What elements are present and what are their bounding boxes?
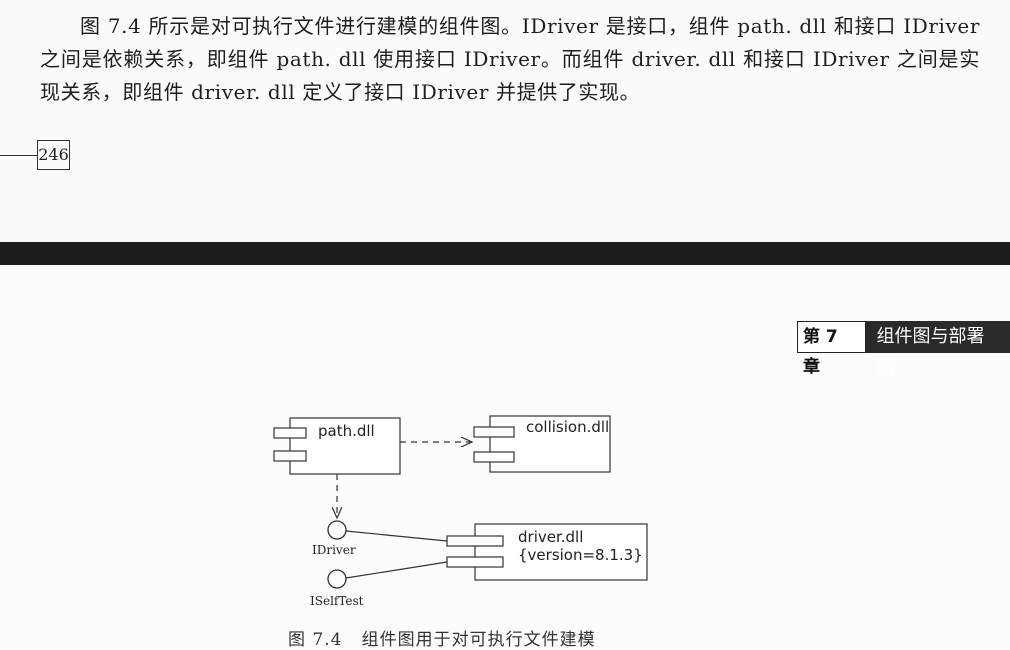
path-dll-component: path.dll [273,417,401,475]
driver-dll-component: driver.dll {version=8.1.3} [446,523,648,581]
collision-dll-label: collision.dll [526,418,609,436]
component-tab-lower [273,450,307,462]
collision-dll-component: collision.dll [473,415,611,473]
chapter-number: 第 7 章 [797,321,867,377]
upper-page [0,0,1010,242]
idriver-interface-lollipop [327,520,347,540]
chapter-header: 第 7 章 组件图与部署图 [797,321,1010,379]
component-tab-lower [446,556,504,568]
iselftest-interface-lollipop [327,569,347,589]
component-tab-upper [446,535,504,547]
body-paragraph: 图 7.4 所示是对可执行文件进行建模的组件图。IDriver 是接口，组件 p… [40,14,980,104]
figure-caption: 图 7.4 组件图用于对可执行文件建模 [288,630,596,650]
page-divider [0,242,1010,265]
component-tab-upper [473,426,515,438]
chapter-title: 组件图与部署图 [866,321,1010,379]
driver-dll-label: driver.dll [518,528,583,546]
path-dll-label: path.dll [318,422,375,440]
component-tab-lower [473,451,515,463]
component-tab-upper [273,427,307,439]
iselftest-label: ISelfTest [310,594,364,608]
page-number: 246 [37,140,70,170]
driver-dll-version-tag: {version=8.1.3} [518,546,643,564]
realization-driver-iselftest [345,561,448,579]
page-number-rule [0,155,37,156]
realization-driver-idriver [345,530,448,542]
idriver-label: IDriver [312,543,356,557]
